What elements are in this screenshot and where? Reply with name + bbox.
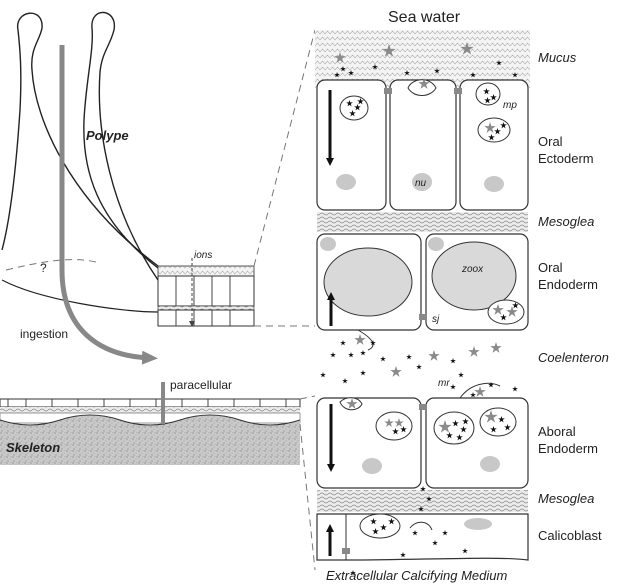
paracellular-label: paracellular [170,378,232,392]
question-mark: ? [40,261,47,275]
ions-label: ions [194,250,212,261]
oral-ectoderm [316,79,529,211]
aboral-endoderm-label-1: Aboral [538,424,576,439]
polype-illustration [1,11,159,365]
ecm-label: Extracellular Calcifying Medium [326,568,508,583]
mp-annotation: mp [503,100,517,111]
nu-annotation: nu [415,178,427,189]
polype-label: Polype [86,128,129,143]
sj-annotation: sj [432,314,440,325]
coelenteron-label: Coelenteron [538,350,609,365]
mucus-label: Mucus [538,50,577,65]
mesoglea-top-layer [317,212,528,232]
oral-endoderm-label-1: Oral [538,260,563,275]
sea-water-label: Sea water [388,9,461,26]
oral-endoderm-label-2: Endoderm [538,277,598,292]
oral-endoderm [316,233,529,351]
calicoblast-layer [316,513,529,561]
aboral-endoderm-label-2: Endoderm [538,441,598,456]
ingestion-label: ingestion [20,327,68,341]
zoom-connectors [253,29,316,571]
mesoglea-top-label: Mesoglea [538,214,594,229]
mesoglea-bottom-layer [317,490,528,512]
mesoglea-bottom-label: Mesoglea [538,491,594,506]
mr-annotation: mr [438,378,450,389]
mucus-layer [315,30,530,88]
aboral-endoderm [316,382,529,489]
skeleton-block [0,382,301,465]
oral-ectoderm-label-1: Oral [538,134,563,149]
zoox-annotation: zoox [461,264,484,275]
polype-tissue-block [157,258,255,327]
skeleton-label: Skeleton [6,440,60,455]
calicoblast-label: Calicoblast [538,528,602,543]
oral-ectoderm-label-2: Ectoderm [538,151,594,166]
